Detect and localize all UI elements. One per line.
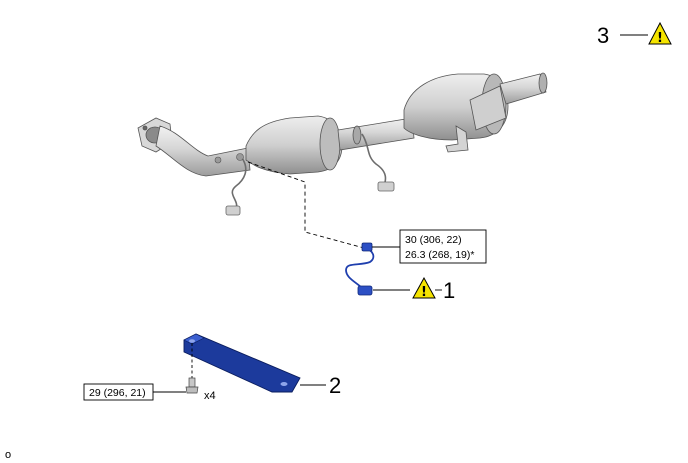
middle-pipe (337, 117, 415, 151)
page-marker: o (5, 449, 11, 461)
outlet-pipe (499, 73, 547, 105)
sensor-torque-box: 30 (306, 22) 26.3 (268, 19)* (372, 229, 487, 264)
warning-triangle-icon: ! (648, 21, 672, 46)
rear-converter-bracket (469, 85, 507, 131)
sensor-leader-dashed (247, 161, 365, 249)
gray-sensor-harnesses (214, 133, 395, 216)
warning-mark: ! (421, 285, 427, 300)
callout-number-3: 3 (597, 23, 609, 48)
exhaust-bracket (183, 333, 301, 393)
air-fuel-ratio-sensor (345, 242, 375, 296)
sensor-torque-line2: 26.3 (268, 19)* (405, 249, 474, 261)
callout-3: 3 ! (597, 21, 672, 48)
sensor-torque-line1: 30 (306, 22) (405, 234, 462, 246)
exhaust-front-pipe-assembly (137, 72, 548, 177)
bracket-bolt (185, 377, 199, 394)
warning-mark: ! (657, 31, 663, 46)
callout-number-1: 1 (443, 278, 455, 303)
warning-triangle-icon: ! (412, 276, 436, 300)
bolt-quantity: x4 (204, 390, 216, 402)
bolt-torque-value: 29 (296, 21) (89, 387, 146, 399)
bolt-torque-box: 29 (296, 21) (83, 383, 186, 401)
callout-2: 2 (300, 373, 341, 398)
inlet-pipe (155, 125, 251, 177)
callout-number-2: 2 (329, 373, 341, 398)
callout-1: ! 1 (373, 276, 455, 303)
